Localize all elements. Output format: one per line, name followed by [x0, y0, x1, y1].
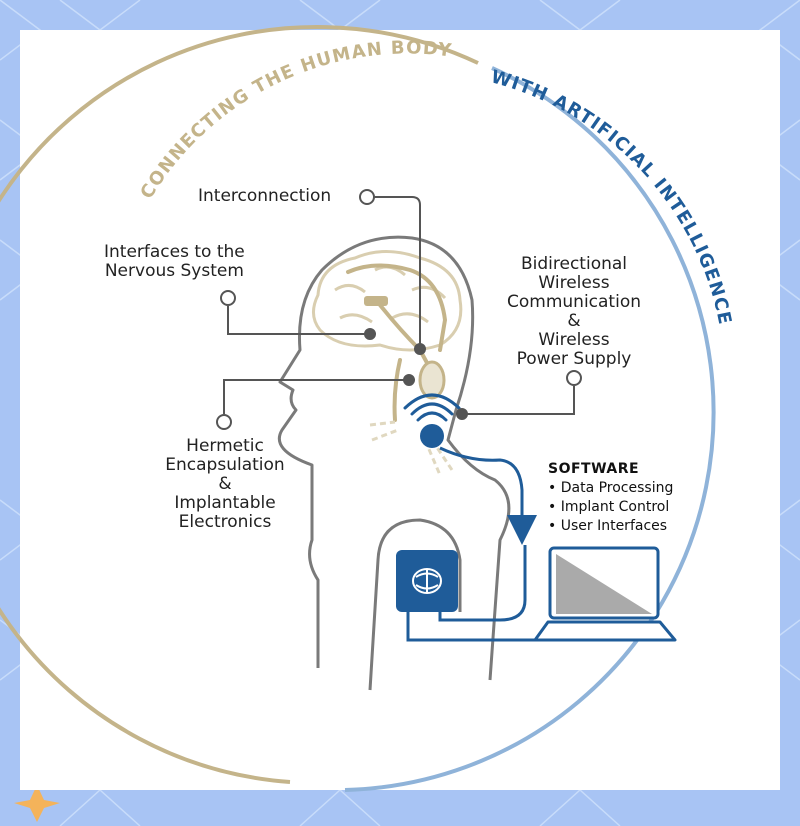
label-interconnection: Interconnection	[198, 186, 332, 206]
label-hermetic-line2: Encapsulation	[165, 455, 285, 475]
label-wireless-line6: Power Supply	[516, 349, 632, 369]
callout-hermetic	[223, 379, 405, 414]
arm-silhouette	[368, 518, 462, 691]
callout-wireless	[466, 386, 575, 415]
head-silhouette	[277, 235, 511, 681]
electrode-array	[364, 296, 388, 306]
star-decoration	[14, 785, 60, 822]
software-item-user-interfaces: User Interfaces	[548, 517, 673, 536]
spinal-leads	[369, 420, 454, 476]
data-link-arrow	[439, 446, 537, 545]
laptop-icon	[533, 546, 677, 642]
label-hermetic: Hermetic Encapsulation & Implantable Ele…	[150, 437, 300, 532]
label-wireless: Bidirectional Wireless Communication & W…	[494, 255, 654, 369]
device-link	[438, 545, 527, 622]
wireless-waves-icon	[403, 393, 461, 422]
label-wireless-line2: Wireless	[538, 273, 610, 293]
label-hermetic-line1: Hermetic	[186, 436, 264, 456]
label-hermetic-line3: &	[218, 474, 232, 494]
label-interfaces-line1: Interfaces to the	[104, 242, 245, 262]
laptop-link	[406, 612, 545, 642]
outer-arc-blue	[344, 66, 716, 792]
software-item-implant-control: Implant Control	[548, 498, 673, 517]
implant-capsule	[418, 360, 446, 400]
software-item-data-processing: Data Processing	[548, 479, 674, 498]
label-wireless-line5: Wireless	[538, 330, 610, 350]
label-wireless-line1: Bidirectional	[520, 254, 628, 274]
label-interfaces-nervous-system: Interfaces to the Nervous System	[104, 243, 245, 281]
label-wireless-line4: &	[567, 311, 581, 331]
callout-interconnection	[374, 196, 421, 345]
label-wireless-line3: Communication	[507, 292, 641, 312]
outer-arc-gold	[0, 24, 479, 784]
wireless-transmitter	[420, 424, 444, 448]
software-box: SOFTWARE Data Processing Implant Control…	[548, 460, 673, 536]
label-interfaces-line2: Nervous System	[104, 261, 244, 281]
callout-interfaces	[227, 306, 366, 335]
label-hermetic-line5: Electronics	[178, 512, 272, 532]
arc-title-left: CONNECTING THE HUMAN BODY	[136, 37, 453, 202]
software-title: SOFTWARE	[548, 461, 640, 477]
label-hermetic-line4: Implantable	[174, 493, 276, 513]
brain-chip-icon	[412, 568, 442, 594]
diagram-panel	[20, 30, 780, 790]
